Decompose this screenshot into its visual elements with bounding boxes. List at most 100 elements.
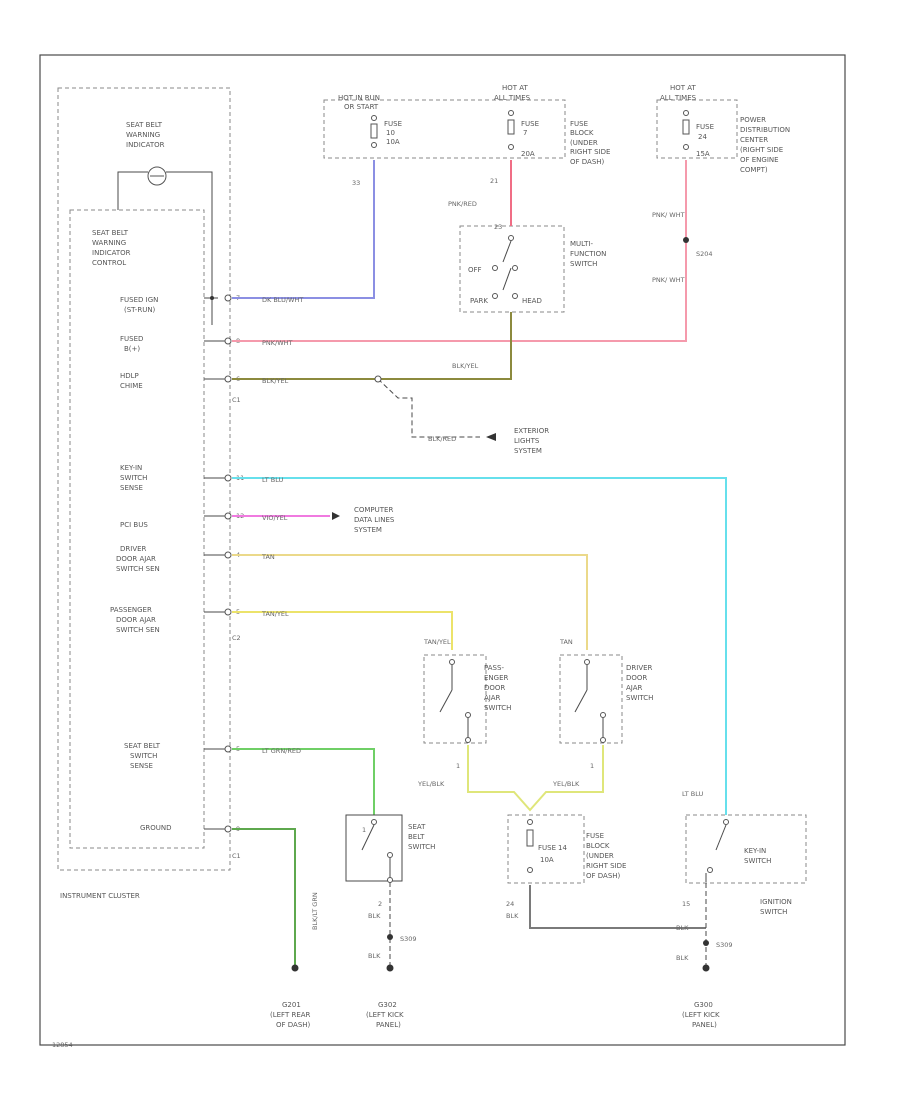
svg-text:RIGHT SIDE: RIGHT SIDE	[586, 862, 626, 870]
fuse-24: HOT AT ALL TIMES FUSE 24 15A POWER DISTR…	[660, 84, 790, 174]
control-label: SEAT BELT WARNING INDICATOR CONTROL	[92, 229, 131, 267]
wire-ground	[232, 828, 296, 965]
svg-text:INDICATOR: INDICATOR	[126, 141, 165, 149]
svg-text:SEAT: SEAT	[408, 823, 426, 831]
svg-text:HOT IN RUN: HOT IN RUN	[338, 94, 380, 102]
svg-text:TAN/YEL: TAN/YEL	[261, 610, 289, 618]
svg-text:TAN: TAN	[261, 553, 275, 561]
wire-yel-blk	[467, 745, 604, 812]
svg-text:OR START: OR START	[344, 103, 379, 111]
svg-text:SEAT BELT: SEAT BELT	[126, 121, 163, 129]
svg-text:CENTER: CENTER	[740, 136, 768, 144]
svg-text:1: 1	[590, 762, 594, 770]
svg-text:CHIME: CHIME	[120, 382, 143, 390]
svg-text:1: 1	[362, 826, 366, 834]
svg-text:LIGHTS: LIGHTS	[514, 437, 540, 445]
svg-text:INDICATOR: INDICATOR	[92, 249, 131, 257]
svg-text:10A: 10A	[540, 856, 554, 864]
svg-text:OF ENGINE: OF ENGINE	[740, 156, 779, 164]
svg-text:SWITCH: SWITCH	[130, 752, 157, 760]
pin-hdlp-chime-label: HDLP CHIME	[120, 372, 143, 390]
exterior-lights-label: EXTERIOR LIGHTS SYSTEM	[514, 427, 549, 455]
svg-text:ENGER: ENGER	[484, 674, 509, 682]
svg-text:POWER: POWER	[740, 116, 766, 124]
seat-belt-switch: SEAT BELT SWITCH 1 2	[361, 819, 435, 908]
driver-door-switch: DRIVER DOOR AJAR SWITCH 1	[574, 659, 653, 770]
svg-text:PCI BUS: PCI BUS	[120, 521, 148, 529]
svg-text:24: 24	[698, 133, 707, 141]
pin-fused-ign-label: FUSED IGN (ST-RUN)	[120, 296, 158, 314]
svg-text:FUNCTION: FUNCTION	[570, 250, 606, 258]
svg-text:15A: 15A	[696, 150, 710, 158]
svg-text:FUSE: FUSE	[538, 844, 556, 852]
svg-text:RIGHT SIDE: RIGHT SIDE	[570, 148, 610, 156]
svg-text:MULTI-: MULTI-	[570, 240, 593, 248]
svg-text:BLK/YEL: BLK/YEL	[452, 362, 479, 370]
svg-text:EXTERIOR: EXTERIOR	[514, 427, 549, 435]
wire-hdlp	[232, 312, 512, 380]
svg-text:G201: G201	[282, 1001, 301, 1009]
svg-text:VIO/YEL: VIO/YEL	[262, 514, 288, 522]
svg-text:BLK: BLK	[368, 912, 381, 920]
diagram-border	[39, 54, 846, 1046]
driver-door-switch-box	[559, 654, 623, 744]
svg-text:CONTROL: CONTROL	[92, 259, 126, 267]
svg-text:PNK/WHT: PNK/WHT	[262, 339, 293, 347]
warning-lamp-icon	[117, 166, 213, 325]
svg-text:BLK: BLK	[676, 924, 689, 932]
svg-text:COMPT): COMPT)	[740, 166, 768, 174]
svg-text:2: 2	[378, 900, 382, 908]
svg-text:LT GRN/RED: LT GRN/RED	[262, 747, 301, 755]
svg-text:(UNDER: (UNDER	[586, 852, 614, 860]
svg-text:HOT AT: HOT AT	[502, 84, 529, 92]
svg-text:TAN/YEL: TAN/YEL	[423, 638, 451, 646]
keyin-switch-box	[685, 814, 807, 884]
svg-text:DISTRIBUTION: DISTRIBUTION	[740, 126, 790, 134]
seat-belt-switch-box	[345, 814, 403, 882]
svg-text:SENSE: SENSE	[120, 484, 143, 492]
svg-text:PASSENGER: PASSENGER	[110, 606, 152, 614]
svg-text:C1: C1	[232, 852, 241, 860]
svg-text:10: 10	[386, 129, 395, 137]
fuse-14: FUSE 14 10A FUSE BLOCK (UNDER RIGHT SIDE…	[526, 819, 626, 880]
svg-text:IGNITION: IGNITION	[760, 898, 792, 906]
svg-text:ALL TIMES: ALL TIMES	[494, 94, 531, 102]
svg-text:DK BLU/WHT: DK BLU/WHT	[262, 296, 303, 304]
pin-driver-door-label: DRIVER DOOR AJAR SWITCH SEN	[116, 545, 160, 573]
svg-text:C1: C1	[232, 396, 241, 404]
svg-text:ALL TIMES: ALL TIMES	[660, 94, 697, 102]
svg-text:WARNING: WARNING	[92, 239, 126, 247]
svg-text:SYSTEM: SYSTEM	[514, 447, 542, 455]
svg-text:DOOR: DOOR	[484, 684, 505, 692]
svg-text:BLOCK: BLOCK	[570, 129, 594, 137]
svg-text:PNK/ WHT: PNK/ WHT	[652, 211, 685, 219]
svg-text:BLK: BLK	[676, 954, 689, 962]
pin-pass-door-label: PASSENGER DOOR AJAR SWITCH SEN	[110, 606, 160, 634]
wire-seatbelt	[232, 748, 375, 815]
svg-text:LT BLU: LT BLU	[682, 790, 704, 798]
wire-driver-door	[232, 554, 588, 650]
svg-text:15: 15	[682, 900, 690, 908]
svg-text:BLK: BLK	[506, 912, 519, 920]
svg-text:FUSE: FUSE	[521, 120, 539, 128]
svg-text:FUSED: FUSED	[120, 335, 143, 343]
wire-hdlp-branch	[377, 378, 480, 438]
ground-g201-icon	[291, 964, 299, 972]
svg-text:B(+): B(+)	[124, 345, 140, 353]
fuse-10: HOT IN RUN OR START FUSE 10 10A	[338, 94, 402, 148]
ground-g302-icon	[386, 964, 394, 972]
svg-text:TAN: TAN	[559, 638, 573, 646]
wire-fused-b	[232, 160, 687, 342]
svg-text:FUSE: FUSE	[570, 120, 588, 128]
svg-text:PARK: PARK	[470, 297, 488, 305]
svg-text:OF DASH): OF DASH)	[586, 872, 621, 880]
svg-text:DOOR AJAR: DOOR AJAR	[116, 555, 156, 563]
svg-text:DOOR: DOOR	[626, 674, 647, 682]
svg-text:(UNDER: (UNDER	[570, 139, 598, 147]
svg-text:AJAR: AJAR	[626, 684, 643, 692]
pin-fused-b-label: FUSED B(+)	[120, 335, 143, 353]
instrument-cluster-label: INSTRUMENT CLUSTER	[60, 892, 140, 900]
svg-text:YEL/BLK: YEL/BLK	[552, 780, 580, 788]
ground-g300-icon	[702, 964, 710, 972]
